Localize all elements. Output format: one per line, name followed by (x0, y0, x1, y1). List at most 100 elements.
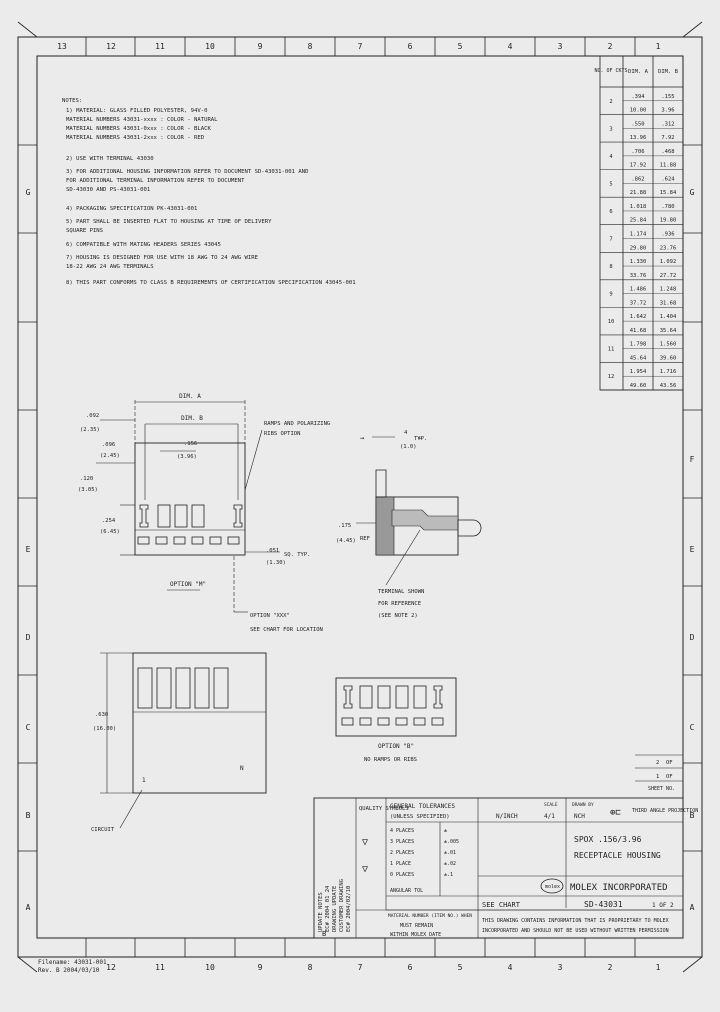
section-height-dim: .175 (338, 523, 351, 529)
update-note: DRAWING UPDATE (332, 886, 338, 932)
option-xxx-label: OPTION "XXX" (250, 613, 290, 619)
table-cell-ckts: 3 (609, 126, 612, 132)
housing-section-hatch (375, 496, 395, 556)
left-dim-1-mm: (2.35) (80, 427, 100, 433)
left-dim-4: .254 (102, 518, 116, 524)
table-cell-dim-a-in: .550 (631, 121, 644, 127)
remark-1: MATERIAL NUMBER (ITEM NO.) WHEN (388, 913, 472, 919)
pitch-dim: .156 (184, 441, 197, 447)
update-notes-heading: UPDATE NOTES (318, 892, 324, 932)
sheet-count-b-of: OF (666, 774, 673, 780)
top-view-cavities (137, 667, 229, 709)
tol-row-0: 0 PLACES (390, 872, 414, 878)
update-note: EC# 2004 01 24 (325, 885, 331, 932)
top-view: .630 (16.00) 1 N CIRCUIT (91, 652, 267, 833)
section-view: → ← 4 TYP. (1.0) .175 (4.45) REF TERMINA… (336, 430, 482, 619)
section-arrow-right: ← (418, 434, 422, 442)
zone-label: 9 (258, 963, 263, 972)
tol-row-2: 2 PLACES (390, 850, 414, 856)
dim-b-label: DIM. B (181, 415, 203, 422)
pitch-bottom: .051 (266, 548, 279, 554)
zone-label: A (690, 903, 695, 912)
table-cell-dim-b-in: 1.248 (660, 287, 677, 293)
zone-label: 6 (408, 963, 413, 972)
zone-label: 7 (358, 963, 363, 972)
top-view-height: .630 (95, 712, 108, 718)
table-cell-ckts: 7 (609, 237, 612, 243)
tol-val-0: ±.1 (444, 872, 453, 878)
section-dim-mm: (1.0) (400, 444, 417, 450)
zone-label: 3 (558, 963, 563, 972)
table-cell-dim-a-mm: 13.96 (630, 135, 647, 141)
zone-label: 12 (106, 963, 116, 972)
terminal-shape (391, 509, 459, 531)
remark-3: WITHIN MOLEX DATE (390, 932, 441, 938)
tol-val-4: ± (444, 828, 447, 834)
zone-label: 1 (656, 963, 661, 972)
section-arrow-left: → (360, 434, 364, 442)
sheet-number: 1 OF 2 (652, 902, 674, 909)
left-dim-3: .120 (80, 476, 93, 482)
outer-frame (17, 36, 703, 958)
zone-label: B (26, 811, 31, 820)
zone-label: 6 (408, 42, 413, 51)
zone-label: 9 (258, 42, 263, 51)
remark-2: MUST REMAIN (400, 923, 433, 929)
table-cell-dim-b-in: .936 (661, 232, 674, 238)
table-cell-dim-b-mm: 3.96 (661, 108, 674, 114)
table-cell-dim-a-mm: 17.92 (630, 163, 647, 169)
section-typ: TYP. (414, 436, 427, 442)
note-line: MATERIAL NUMBERS 43031-2xxx : COLOR - RE… (66, 135, 205, 141)
note-line: 6) COMPATIBLE WITH MATING HEADERS SERIES… (66, 242, 221, 248)
table-cell-dim-a-in: 1.018 (630, 204, 647, 210)
option-b-outline (335, 677, 457, 737)
table-cell-dim-b-mm: 35.64 (660, 328, 677, 334)
table-cell-ckts: 2 (609, 99, 612, 105)
note-line: 1) MATERIAL: GLASS FILLED POLYESTER, 94V… (66, 108, 207, 114)
update-note: CUSTOMER DRAWING (339, 879, 345, 932)
table-cell-dim-b-in: 1.716 (660, 369, 677, 375)
left-dim-2-mm: (2.45) (100, 453, 120, 459)
projection-icon: ⊕⊏ (610, 808, 621, 818)
note-line: FOR ADDITIONAL TERMINAL INFORMATION REFE… (66, 178, 245, 184)
table-cell-dim-b-in: 1.560 (660, 342, 677, 348)
zone-label: D (690, 633, 695, 642)
table-cell-dim-a-in: 1.954 (630, 369, 647, 375)
zone-label: 13 (57, 42, 67, 51)
option-b-sublabel: NO RAMPS OR RIBS (364, 757, 417, 763)
filename-stamp: Filename: 43031-001 (38, 959, 107, 966)
pitch-bottom-mm: (1.30) (266, 560, 286, 566)
table-cell-dim-a-mm: 37.72 (630, 300, 647, 306)
note-line: 7) HOUSING IS DESIGNED FOR USE WITH 18 A… (66, 255, 259, 261)
table-cell-dim-b-mm: 27.72 (660, 273, 677, 279)
note-line: 8) THIS PART CONFORMS TO CLASS B REQUIRE… (66, 280, 356, 286)
title-block: QUALITY SYMBOLS ▽ ▽ GENERAL TOLERANCES (… (313, 797, 698, 939)
table-cell-ckts: 8 (609, 264, 612, 270)
top-view-outline (132, 652, 267, 794)
bottom-left-stamp: Filename: 43031-001 Rev. B 2004/03/10 (38, 959, 107, 974)
option-m-label: OPTION "M" (170, 581, 206, 588)
zone-label: E (690, 545, 695, 554)
circuit-mark-n: N (240, 765, 244, 772)
scale-label: SCALE (544, 802, 558, 808)
zone-label: G (26, 188, 31, 197)
right-zone-column: G F E D C B A (690, 188, 695, 912)
pitch-dim-mm: (3.96) (177, 454, 197, 460)
table-cell-dim-a-in: 1.330 (630, 259, 647, 265)
table-cell-dim-a-mm: 45.64 (630, 355, 647, 361)
notes-heading: NOTES: (62, 98, 82, 104)
table-cell-dim-a-mm: 41.68 (630, 328, 647, 334)
zone-label: 12 (106, 42, 116, 51)
quality-triangle: ▽ (362, 837, 368, 848)
projection-label: THIRD ANGLE PROJECTION (632, 808, 698, 814)
update-notes: UPDATE NOTES EC# 2004 01 24 DRAWING UPDA… (318, 879, 352, 932)
left-zone-column: G E D C B A (26, 188, 31, 912)
table-cell-dim-b-in: .312 (661, 121, 674, 127)
table-cell-dim-a-mm: 29.80 (630, 245, 647, 251)
proprietary-1: THIS DRAWING CONTAINS INFORMATION THAT I… (482, 918, 669, 924)
scale-value: 4/1 (544, 813, 555, 820)
table-cell-dim-b-in: .780 (661, 204, 674, 210)
note-line: 5) PART SHALL BE INSERTED FLAT TO HOUSIN… (66, 219, 272, 225)
zone-label: 2 (608, 963, 613, 972)
